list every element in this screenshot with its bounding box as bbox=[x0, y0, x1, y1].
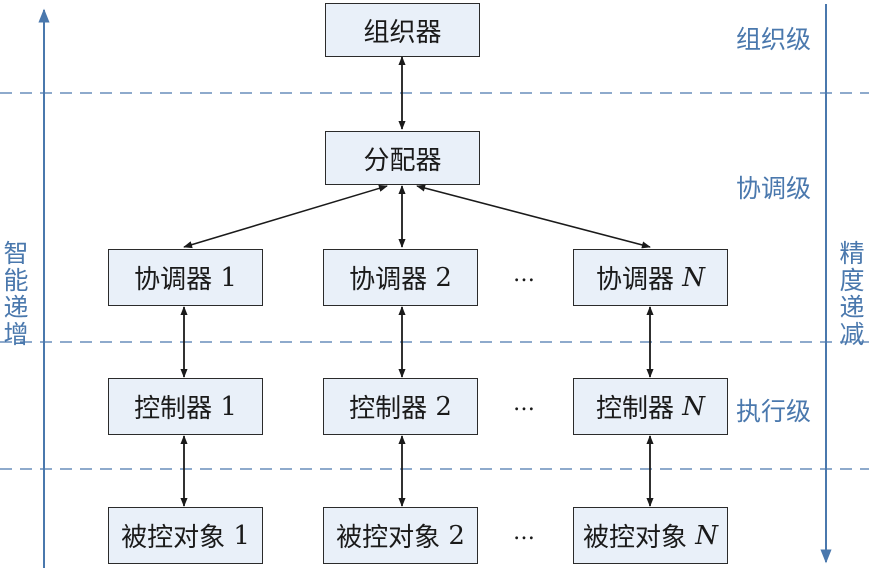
controller-2-label: 控制器 bbox=[349, 394, 428, 424]
controller-n-box: 控制器 N bbox=[573, 378, 728, 435]
organizer-box: 组织器 bbox=[325, 3, 480, 57]
plant-1-label: 被控对象 bbox=[121, 523, 226, 553]
plant-2-index: 2 bbox=[448, 520, 465, 551]
coordinator-2-label: 协调器 bbox=[349, 265, 428, 295]
coordinator-ellipsis: … bbox=[513, 262, 535, 287]
coordinator-2-box: 协调器 2 bbox=[323, 249, 478, 306]
dispatcher-coordinator-n-arrow bbox=[416, 184, 651, 249]
dispatcher-label: 分配器 bbox=[363, 145, 442, 176]
dispatcher-box: 分配器 bbox=[325, 131, 480, 185]
controller-1-box: 控制器 1 bbox=[108, 378, 263, 435]
plant-2-label: 被控对象 bbox=[336, 523, 441, 553]
coordinator-1-label: 协调器 bbox=[134, 265, 213, 295]
coordinator-n-index: N bbox=[682, 262, 706, 293]
controller-2-box: 控制器 2 bbox=[323, 378, 478, 435]
controller-2-index: 2 bbox=[435, 391, 452, 422]
intelligence-increasing-label: 智能递增 bbox=[0, 240, 29, 348]
level-label-execution: 执行级 bbox=[736, 397, 812, 426]
controller-1-index: 1 bbox=[220, 391, 237, 422]
plant-n-index: N bbox=[695, 520, 719, 551]
coordinator-1-index: 1 bbox=[220, 262, 237, 293]
coordinator-2-index: 2 bbox=[435, 262, 452, 293]
coordinator-n-box: 协调器 N bbox=[573, 249, 728, 306]
level-label-coordination: 协调级 bbox=[736, 174, 812, 203]
plant-n-label: 被控对象 bbox=[582, 523, 687, 553]
controller-1-label: 控制器 bbox=[134, 394, 213, 424]
plant-ellipsis: … bbox=[513, 520, 535, 545]
precision-decreasing-label: 精度递减 bbox=[836, 240, 865, 348]
plant-n-box: 被控对象 N bbox=[573, 507, 728, 564]
controller-ellipsis: … bbox=[513, 391, 535, 416]
plant-2-box: 被控对象 2 bbox=[323, 507, 478, 564]
level-label-organization: 组织级 bbox=[736, 25, 812, 54]
plant-1-index: 1 bbox=[233, 520, 250, 551]
controller-n-label: 控制器 bbox=[595, 394, 674, 424]
organizer-label: 组织器 bbox=[363, 17, 442, 48]
plant-1-box: 被控对象 1 bbox=[108, 507, 263, 564]
controller-n-index: N bbox=[682, 391, 706, 422]
coordinator-n-label: 协调器 bbox=[595, 265, 674, 295]
coordinator-1-box: 协调器 1 bbox=[108, 249, 263, 306]
dispatcher-coordinator-1-arrow bbox=[183, 184, 388, 249]
